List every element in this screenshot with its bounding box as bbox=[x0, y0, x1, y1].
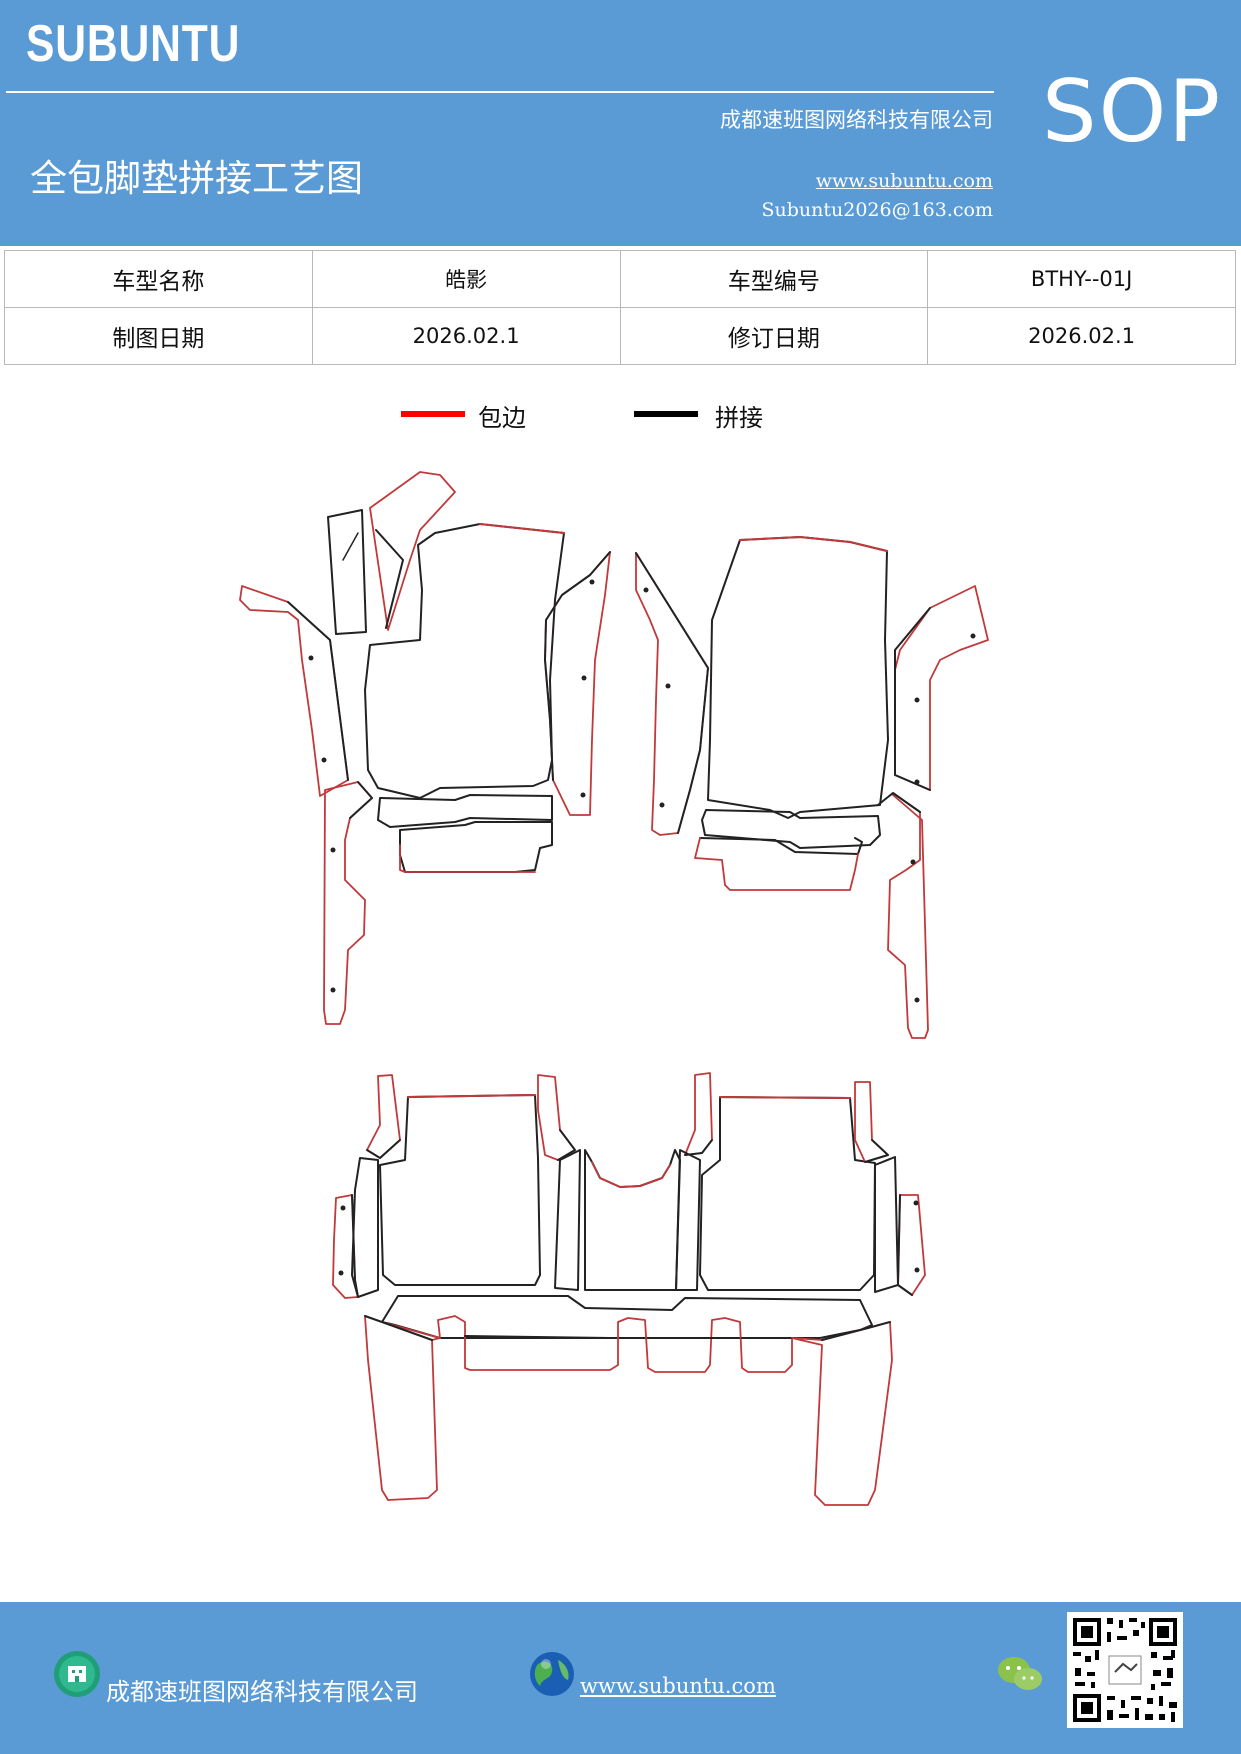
info-table: 车型名称 皓影 车型编号 BTHY--01J 制图日期 2026.02.1 修订… bbox=[4, 250, 1236, 365]
sop-label: SOP bbox=[1042, 62, 1223, 162]
legend-swatch-edge bbox=[401, 411, 465, 417]
brand-logo: SUBUNTU bbox=[26, 15, 241, 73]
website-link[interactable]: www.subuntu.com bbox=[815, 170, 993, 192]
legend: 包边 拼接 bbox=[0, 398, 1241, 438]
header-divider bbox=[6, 91, 994, 93]
table-row: 车型名称 皓影 车型编号 BTHY--01J bbox=[4, 250, 1236, 308]
rear-mat-group bbox=[332, 1072, 926, 1506]
email-address: Subuntu2026@163.com bbox=[761, 199, 993, 221]
page-title: 全包脚垫拼接工艺图 bbox=[30, 157, 363, 200]
legend-label-seam: 拼接 bbox=[715, 404, 763, 432]
footer-website-link[interactable]: www.subuntu.com bbox=[580, 1674, 776, 1698]
company-name: 成都速班图网络科技有限公司 bbox=[720, 108, 993, 132]
model-name-value: 皓影 bbox=[311, 250, 621, 308]
front-right-mat-group bbox=[635, 536, 989, 1039]
model-name-label: 车型名称 bbox=[4, 250, 313, 308]
floor-mat-diagram bbox=[239, 471, 989, 1506]
table-row: 制图日期 2026.02.1 修订日期 2026.02.1 bbox=[4, 307, 1236, 365]
header-banner: SUBUNTU 成都速班图网络科技有限公司 全包脚垫拼接工艺图 www.subu… bbox=[0, 0, 1241, 246]
legend-swatch-seam bbox=[634, 411, 698, 417]
footer-company: 成都速班图网络科技有限公司 bbox=[106, 1678, 418, 1706]
legend-label-edge: 包边 bbox=[478, 404, 526, 432]
model-code-value: BTHY--01J bbox=[927, 250, 1236, 308]
footer-banner: 成都速班图网络科技有限公司 www.subuntu.com bbox=[0, 1602, 1241, 1754]
building-icon bbox=[54, 1651, 100, 1697]
revise-date-label: 修订日期 bbox=[619, 307, 929, 365]
model-code-label: 车型编号 bbox=[619, 250, 929, 308]
draw-date-label: 制图日期 bbox=[4, 307, 313, 365]
front-left-mat-group bbox=[239, 471, 611, 1025]
globe-icon bbox=[530, 1652, 574, 1696]
draw-date-value: 2026.02.1 bbox=[311, 307, 621, 365]
qr-code bbox=[1067, 1612, 1183, 1728]
revise-date-value: 2026.02.1 bbox=[927, 307, 1236, 365]
wechat-icon bbox=[998, 1657, 1042, 1690]
